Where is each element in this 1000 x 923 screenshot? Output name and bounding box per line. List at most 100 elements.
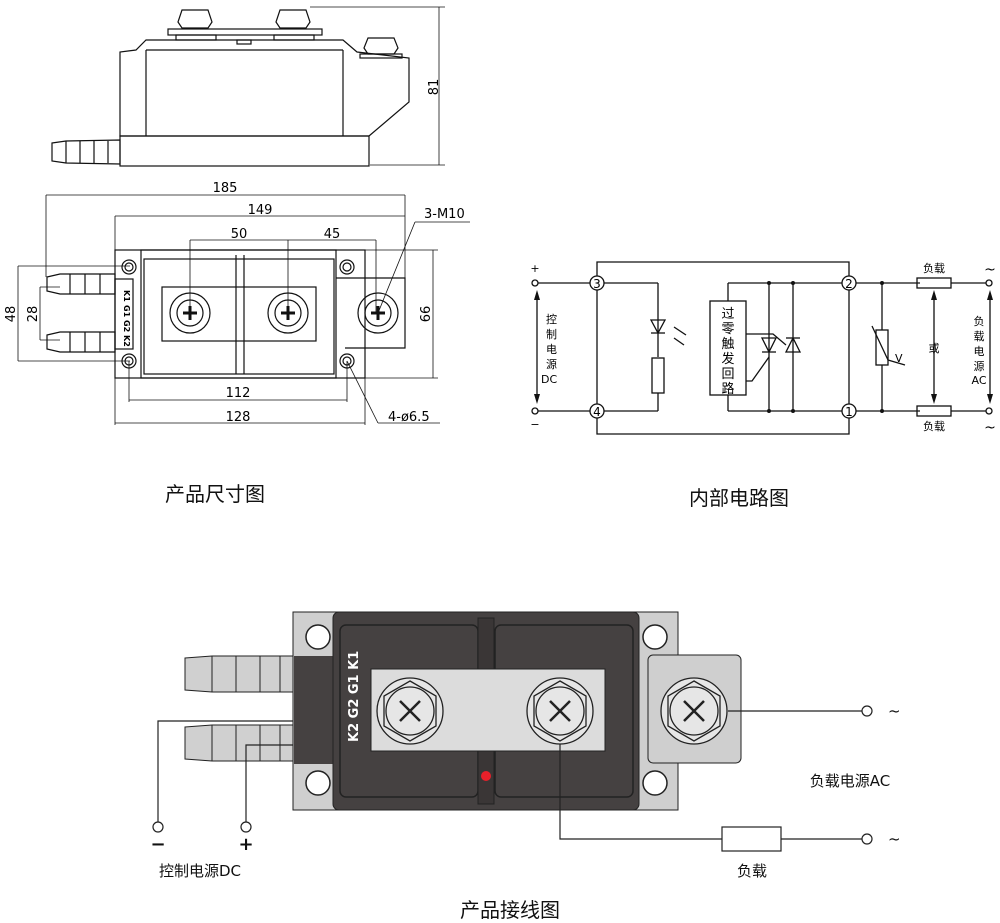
dc-plus-label: + <box>530 262 539 275</box>
resistor-icon <box>651 357 665 394</box>
body-outline <box>119 39 410 137</box>
trigger-char: 过 <box>721 307 734 322</box>
dc-source-label: 控制电源DC <box>159 862 241 880</box>
dim-149: 149 <box>248 203 273 218</box>
dc-plus-symbol: + <box>238 834 253 855</box>
ac-node-bottom <box>861 833 873 845</box>
busbar <box>161 286 317 342</box>
dc-label-char: DC <box>541 373 557 386</box>
wire-load <box>559 744 722 840</box>
ac-node-top <box>861 705 873 717</box>
pin-labels: K1 G1 G2 K2 <box>122 290 131 347</box>
terminal-nodes: 3 4 2 1 <box>589 275 857 419</box>
circuit-diagram <box>531 261 993 435</box>
dc-minus-node <box>152 821 164 833</box>
led-icon <box>649 319 667 335</box>
dc-minus-symbol: − <box>150 834 165 855</box>
wire-dc-minus <box>157 720 293 822</box>
varistor-icon <box>875 329 889 366</box>
mount-hole <box>305 624 331 650</box>
circuit-labels: + − 控 制 电 源 DC 过 零 触 发 回 路 V 负载 负载 或 负 载… <box>530 261 995 436</box>
wiring-hoses <box>184 655 296 762</box>
ac-symbol-bottom: ~ <box>888 830 901 848</box>
indicator-dot <box>481 771 491 781</box>
pin-k2: K2 <box>122 335 131 347</box>
nut-3 <box>363 37 399 55</box>
load-top-label: 负载 <box>923 261 945 275</box>
terminal-4: 4 <box>593 405 601 419</box>
load-icon <box>721 826 782 852</box>
hose-barb <box>51 139 121 165</box>
ac-symbol-top: ~ <box>888 702 901 720</box>
pin-block <box>294 656 339 764</box>
dim-128: 128 <box>226 410 251 425</box>
dc-label-char: 电 <box>546 343 557 356</box>
dim-185: 185 <box>213 181 238 196</box>
nut-2 <box>275 9 311 29</box>
screw-3 <box>357 292 399 334</box>
ac-symbol-top: ~ <box>984 262 996 278</box>
nut-1 <box>177 9 213 29</box>
ac-label-char: 源 <box>974 359 985 373</box>
base-outline <box>114 249 366 379</box>
caption-wiring: 产品接线图 <box>460 898 560 922</box>
dimension-lines <box>17 194 470 425</box>
screw-crosses-wiring <box>399 700 705 722</box>
load-label: 负载 <box>737 862 767 880</box>
trigger-char: 回 <box>721 367 734 382</box>
ac-symbol-bottom: ~ <box>984 420 996 436</box>
dc-label-char: 控 <box>546 312 557 326</box>
mount-hole <box>642 770 668 796</box>
pin-g2: G2 <box>122 320 131 332</box>
dim-holes: 4-ø6.5 <box>388 410 430 425</box>
ac-label-char: 电 <box>974 345 985 358</box>
caption-circuit: 内部电路图 <box>689 486 789 510</box>
load-top-icon <box>916 277 952 289</box>
thyristor-2 <box>784 336 802 353</box>
ac-source-label: 负载电源AC <box>810 772 890 790</box>
dim-112: 112 <box>226 386 251 401</box>
ac-label-char: 载 <box>974 330 985 343</box>
terminal-tab <box>336 277 406 349</box>
or-label: 或 <box>929 342 940 355</box>
ac-label-char: AC <box>971 374 986 387</box>
dim-50: 50 <box>231 227 248 242</box>
mount-hole <box>305 770 331 796</box>
hose-top <box>46 273 116 295</box>
dim-28: 28 <box>26 306 41 323</box>
base-plate <box>119 135 370 167</box>
circuit-arrows <box>534 281 993 413</box>
dim-66: 66 <box>419 306 434 323</box>
wiring-diagram: K2 G2 G1 K1 − + 控制电源DC 负载电源AC 负载 ~ ~ <box>150 611 901 880</box>
wiring-pin-labels: K2 G2 G1 K1 <box>347 651 362 742</box>
dim-height: 81 <box>427 79 442 96</box>
load-bottom-label: 负载 <box>923 419 945 433</box>
dimension-labels: 185 149 50 45 3-M10 48 28 66 112 128 4-ø… <box>4 181 465 425</box>
side-view <box>51 6 445 167</box>
dim-screw: 3-M10 <box>424 207 465 222</box>
terminal-1: 1 <box>845 405 853 419</box>
load-bottom-icon <box>916 405 952 417</box>
screw-crosses <box>183 306 385 320</box>
dc-label-char: 源 <box>546 357 557 371</box>
terminal-3: 3 <box>593 277 601 291</box>
caption-dimensions: 产品尺寸图 <box>165 482 265 506</box>
varistor-label: V <box>895 352 903 365</box>
hose-bottom <box>46 331 116 353</box>
dim-45: 45 <box>324 227 341 242</box>
thyristor-1 <box>760 337 778 354</box>
top-view <box>46 249 406 379</box>
trigger-char: 触 <box>721 337 734 352</box>
dim-48: 48 <box>4 306 19 323</box>
dc-plus-node <box>240 821 252 833</box>
pin-g1: G1 <box>122 305 131 318</box>
trigger-char: 路 <box>721 381 734 397</box>
dc-label-char: 制 <box>546 328 557 341</box>
terminal-2: 2 <box>845 277 853 291</box>
trigger-char: 发 <box>721 351 734 367</box>
trigger-char: 零 <box>721 322 734 337</box>
mount-hole <box>642 624 668 650</box>
dc-minus-label: − <box>530 418 539 431</box>
ac-label-char: 负 <box>974 314 985 328</box>
